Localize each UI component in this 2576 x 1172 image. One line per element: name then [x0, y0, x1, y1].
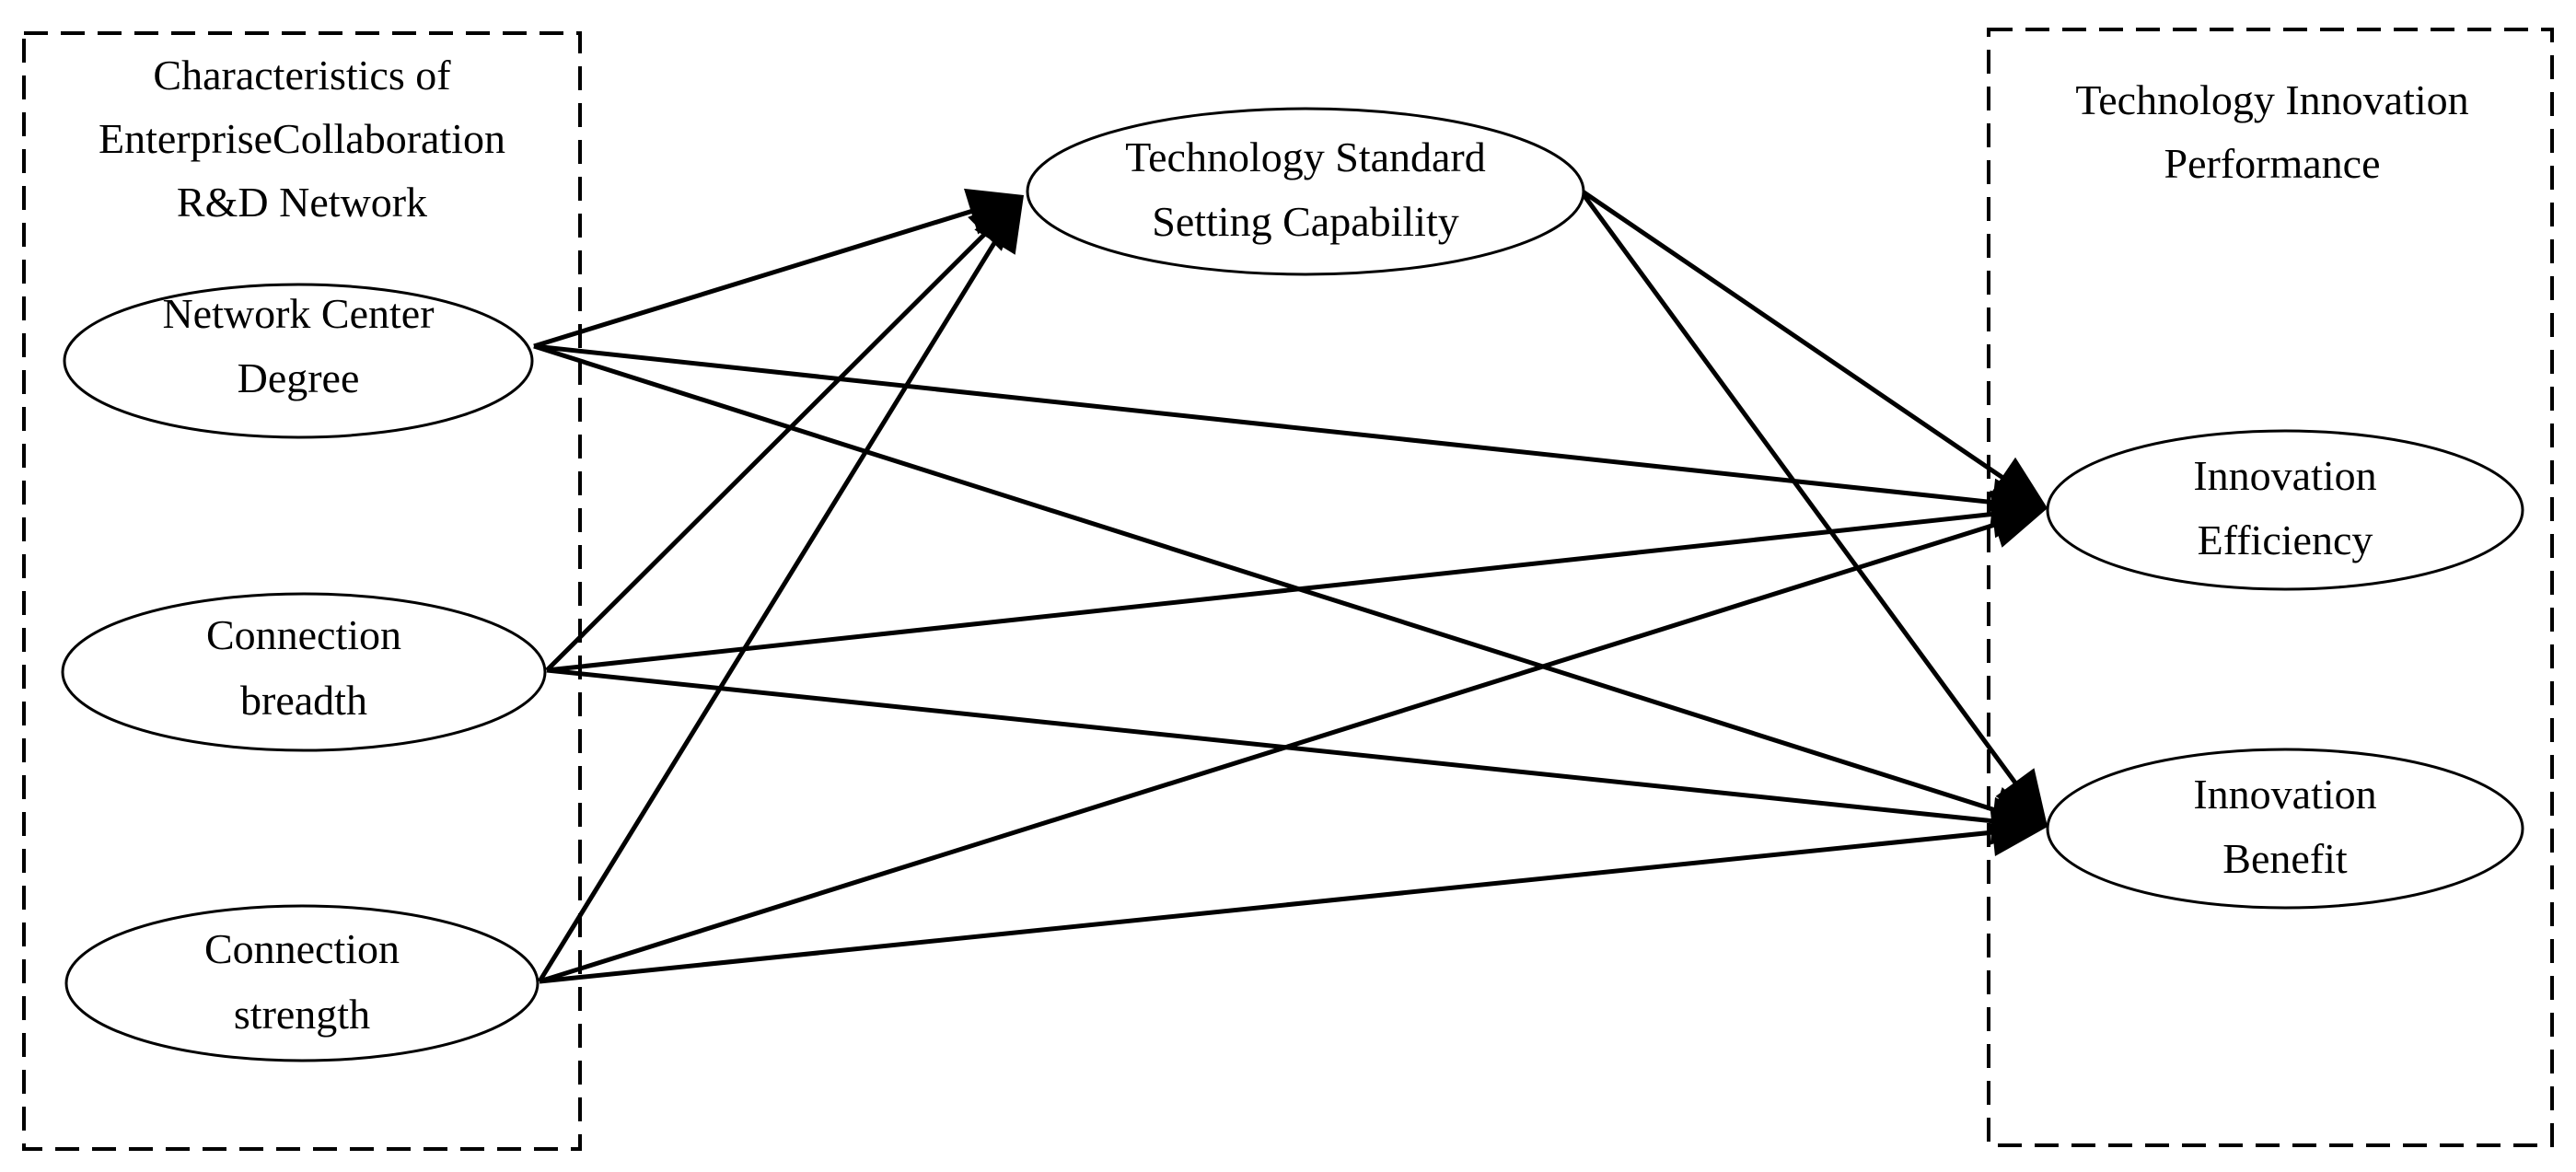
connection-breadth-node: [61, 592, 547, 752]
edge-connection_breadth-to-innovation_efficiency: [546, 511, 2001, 673]
edge-network_center_degree-to-innovation_efficiency: [533, 343, 2001, 505]
innovation-efficiency-label-line-1: Innovation: [2193, 452, 2376, 499]
arrowhead-connection_strength-to-innovation_efficiency: [1987, 502, 2048, 548]
innovation-benefit-label-line-2: Benefit: [2222, 835, 2348, 882]
connection-strength-label-line-2: strength: [234, 991, 370, 1038]
standard-setting-capability-label-line-2: Setting Capability: [1152, 198, 1458, 245]
arrowhead-standard_setting-to-innovation_benefit: [1995, 768, 2048, 827]
edge-connection_strength-to-standard_setting: [537, 234, 1001, 983]
connection-breadth-label-line-2: breadth: [240, 677, 367, 724]
edges-layer: [533, 187, 2048, 984]
edge-connection_strength-to-innovation_efficiency: [539, 520, 2003, 984]
right-group-title-line-2: Performance: [2164, 140, 2381, 187]
arrowhead-connection_strength-to-standard_setting: [974, 195, 1024, 255]
left-group-title-line-2: EnterpriseCollaboration: [99, 115, 505, 162]
network-center-degree-label-line-2: Degree: [238, 354, 360, 401]
edge-network_center_degree-to-innovation_benefit: [533, 343, 2003, 815]
connection-breadth-label-line-1: Connection: [206, 611, 401, 658]
left-group-title-line-1: Characteristics of: [153, 52, 451, 99]
innovation-efficiency-label-line-2: Efficiency: [2198, 516, 2373, 563]
standard-setting-capability-label-line-1: Technology Standard: [1125, 133, 1486, 180]
edge-connection_breadth-to-standard_setting: [545, 226, 992, 672]
innovation-benefit-label-line-1: Innovation: [2193, 771, 2376, 818]
connection-strength-node: [64, 904, 540, 1062]
connection-strength-label-line-1: Connection: [204, 925, 400, 972]
edge-standard_setting-to-innovation_benefit: [1577, 188, 2022, 790]
innovation-benefit-node: [2046, 748, 2524, 910]
standard-setting-capability-node: [1026, 107, 1585, 276]
edge-connection_strength-to-innovation_benefit: [539, 829, 2001, 984]
edge-connection_breadth-to-innovation_benefit: [546, 667, 2001, 825]
arrowhead-standard_setting-to-innovation_efficiency: [1988, 457, 2048, 508]
right-group-box: [1987, 28, 2554, 1147]
arrowhead-connection_strength-to-innovation_benefit: [1990, 808, 2048, 856]
network-center-degree-label-line-1: Network Center: [162, 290, 434, 337]
network-center-degree-node: [63, 283, 534, 439]
edge-standard_setting-to-innovation_efficiency: [1578, 187, 2010, 483]
left-group-box: [22, 31, 582, 1151]
right-group-title-line-1: Technology Innovation: [2075, 76, 2468, 123]
edge-network_center_degree-to-standard_setting: [533, 206, 980, 349]
left-group-title-line-3: R&D Network: [177, 179, 427, 226]
innovation-efficiency-node: [2046, 429, 2524, 591]
